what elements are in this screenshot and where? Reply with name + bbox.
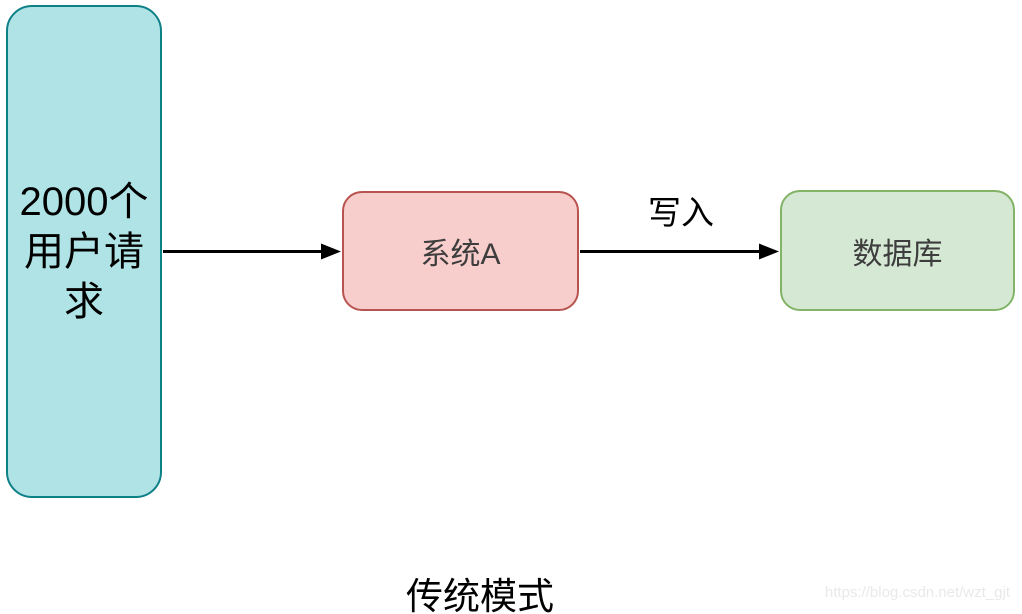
node-user-requests: 2000个用户请求 [6, 5, 162, 498]
node-database-label: 数据库 [852, 237, 943, 271]
watermark-url: https://blog.csdn.net/wzt_gjt [824, 584, 1010, 601]
arrow-requests-to-system-a [163, 243, 341, 260]
node-system-a-label: 系统A [420, 238, 501, 271]
diagram-title: 传统模式 [406, 576, 554, 614]
node-system-a: 系统A [342, 191, 579, 311]
arrow-system-a-to-database [580, 243, 779, 260]
edge-label-write: 写入 [648, 194, 714, 231]
node-user-requests-label: 2000个用户请求 [19, 179, 149, 324]
node-database: 数据库 [780, 190, 1015, 311]
